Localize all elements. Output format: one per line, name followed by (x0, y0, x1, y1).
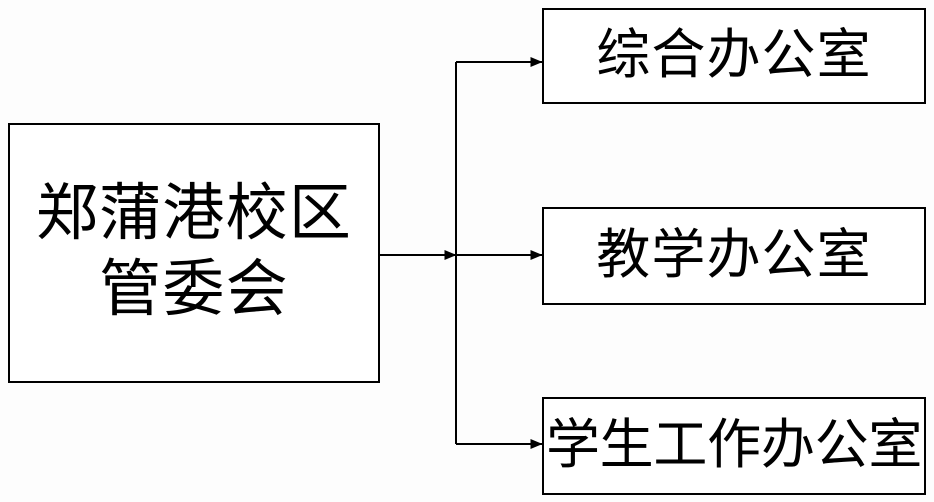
org-node-general-office-label: 综合办公室 (596, 25, 872, 86)
org-node-student-affairs-office-label: 学生工作办公室 (545, 415, 923, 476)
org-node-student-affairs-office[interactable]: 学生工作办公室 (542, 397, 926, 495)
org-node-root-label: 郑蒲港校区 管委会 (35, 180, 353, 324)
org-node-root[interactable]: 郑蒲港校区 管委会 (8, 123, 380, 383)
org-node-teaching-office-label: 教学办公室 (596, 225, 872, 286)
org-node-general-office[interactable]: 综合办公室 (542, 8, 926, 104)
org-node-teaching-office[interactable]: 教学办公室 (542, 207, 926, 305)
